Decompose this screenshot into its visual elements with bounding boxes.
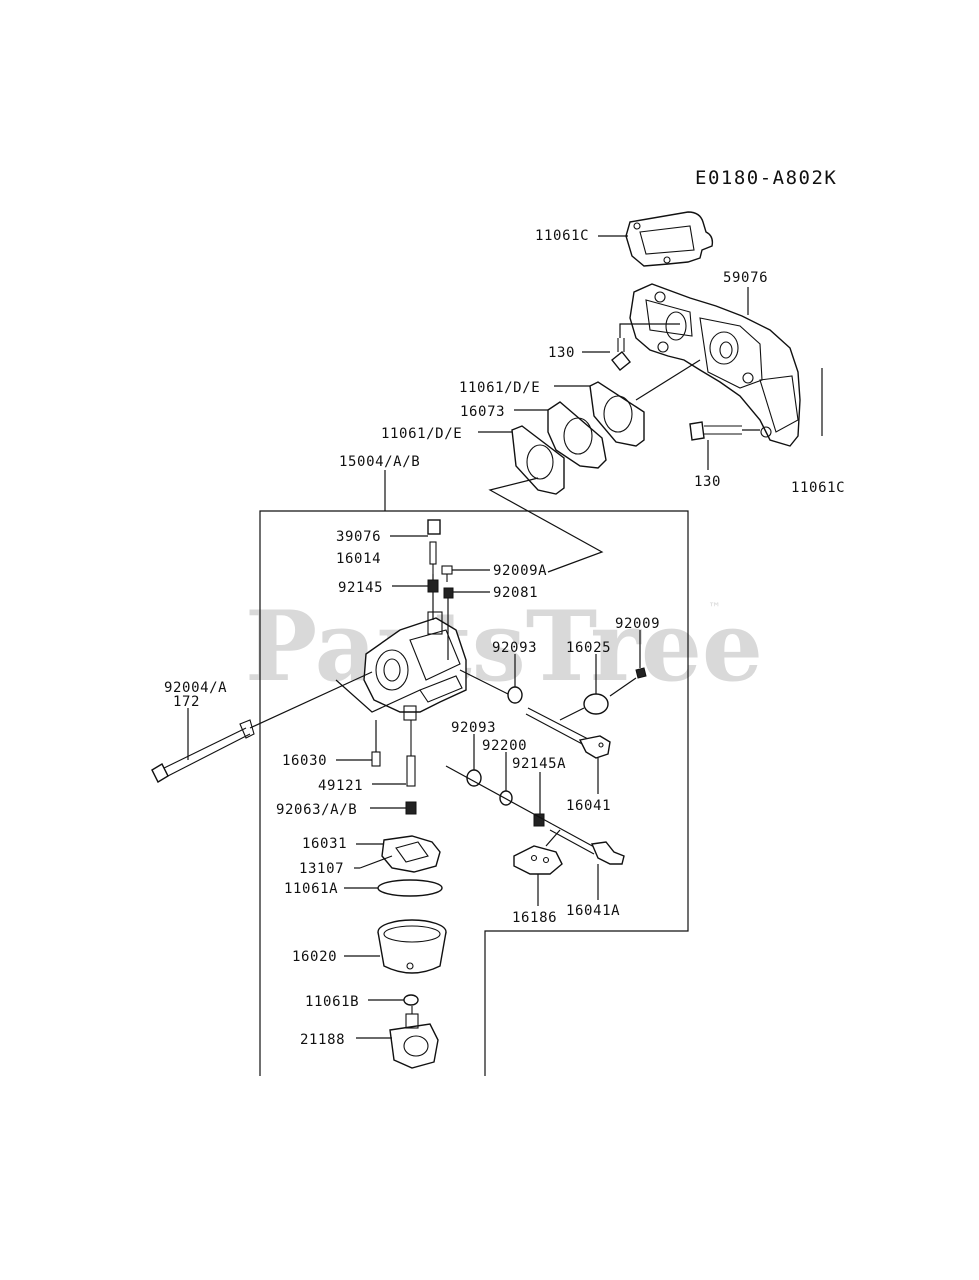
part-gasket-11061c-top[interactable] [625, 211, 714, 267]
label-16073[interactable]: 16073 [460, 404, 505, 420]
part-seal-92093-a[interactable] [507, 686, 523, 704]
part-92081[interactable] [443, 587, 454, 599]
part-float-16031[interactable] [381, 835, 441, 873]
part-gasket-11061de-1[interactable] [589, 381, 645, 447]
part-49121[interactable] [406, 720, 416, 787]
part-insulator-16073[interactable] [547, 401, 607, 469]
label-15004[interactable]: 15004/A/B [339, 454, 420, 470]
link-16025 [559, 707, 585, 721]
link-92009 [609, 677, 637, 697]
label-92093-b[interactable]: 92093 [451, 720, 496, 736]
label-16020[interactable]: 16020 [292, 949, 337, 965]
label-92009a[interactable]: 92009A [493, 563, 547, 579]
watermark-text: PartsTree [245, 590, 763, 703]
label-92200[interactable]: 92200 [482, 738, 527, 754]
label-92063[interactable]: 92063/A/B [276, 802, 357, 818]
part-choke-valve-16186[interactable] [513, 845, 563, 875]
carb-alignment [335, 679, 421, 713]
part-pin-13107[interactable] [359, 855, 393, 869]
link-16186 [545, 829, 561, 847]
assembly-boundary [259, 510, 689, 1076]
label-11061b[interactable]: 11061B [305, 994, 359, 1010]
part-washer-92200[interactable] [499, 790, 513, 806]
alignment-line-manifold [635, 359, 701, 401]
part-bolt-130-b[interactable] [689, 421, 742, 441]
part-oring-11061a[interactable] [377, 879, 443, 897]
part-92145[interactable] [427, 579, 439, 593]
part-throttle-valve-16025[interactable] [583, 693, 609, 715]
label-11061c-top[interactable]: 11061C [535, 228, 589, 244]
label-16186[interactable]: 16186 [512, 910, 557, 926]
label-49121[interactable]: 49121 [318, 778, 363, 794]
part-solenoid-21188[interactable] [389, 1006, 439, 1069]
link-92004-carb [249, 671, 373, 729]
label-16041[interactable]: 16041 [566, 798, 611, 814]
part-screw-92009[interactable] [635, 667, 647, 679]
label-21188[interactable]: 21188 [300, 1032, 345, 1048]
label-172[interactable]: 172 [173, 694, 200, 710]
link-choke-axis [445, 765, 553, 825]
label-130-b[interactable]: 130 [694, 474, 721, 490]
part-needle-16014[interactable] [429, 541, 437, 574]
label-16030[interactable]: 16030 [282, 753, 327, 769]
label-130-a[interactable]: 130 [548, 345, 575, 361]
watermark-trademark: ™ [708, 601, 721, 616]
diagram-code: E0180-A802K [695, 167, 837, 189]
label-92081[interactable]: 92081 [493, 585, 538, 601]
label-16025[interactable]: 16025 [566, 640, 611, 656]
label-11061de-2[interactable]: 11061/D/E [381, 426, 462, 442]
label-92145a[interactable]: 92145A [512, 756, 566, 772]
part-float-bowl-16020[interactable] [377, 919, 447, 974]
part-spring-92145a[interactable] [533, 813, 545, 827]
label-92145[interactable]: 92145 [338, 580, 383, 596]
part-16030[interactable] [371, 751, 381, 767]
label-39076[interactable]: 39076 [336, 529, 381, 545]
part-bolt-130-a[interactable] [611, 338, 631, 371]
label-92004[interactable]: 92004/A [164, 680, 227, 696]
part-gasket-11061de-2[interactable] [511, 425, 565, 495]
leader-130-a-link [619, 323, 680, 338]
link-throttle-axis [459, 669, 513, 697]
part-39076[interactable] [427, 519, 441, 535]
label-16014[interactable]: 16014 [336, 551, 381, 567]
label-11061a[interactable]: 11061A [284, 881, 338, 897]
label-59076[interactable]: 59076 [723, 270, 768, 286]
label-16041a[interactable]: 16041A [566, 903, 620, 919]
part-choke-shaft-16041a[interactable] [549, 823, 625, 865]
part-throttle-shaft-16041[interactable] [525, 707, 611, 759]
part-screw-92009a[interactable] [441, 565, 453, 582]
label-92093-a[interactable]: 92093 [492, 640, 537, 656]
label-11061c-right[interactable]: 11061C [791, 480, 845, 496]
label-92009[interactable]: 92009 [615, 616, 660, 632]
part-screw-92004[interactable] [151, 719, 255, 783]
label-13107[interactable]: 13107 [299, 861, 344, 877]
alignment-line-gasket [488, 477, 604, 573]
part-washer-11061b[interactable] [403, 994, 419, 1006]
label-16031[interactable]: 16031 [302, 836, 347, 852]
label-11061de-1[interactable]: 11061/D/E [459, 380, 540, 396]
part-carburetor-body[interactable] [363, 611, 467, 721]
part-intake-manifold-59076[interactable] [629, 283, 801, 447]
part-92063[interactable] [405, 801, 417, 815]
